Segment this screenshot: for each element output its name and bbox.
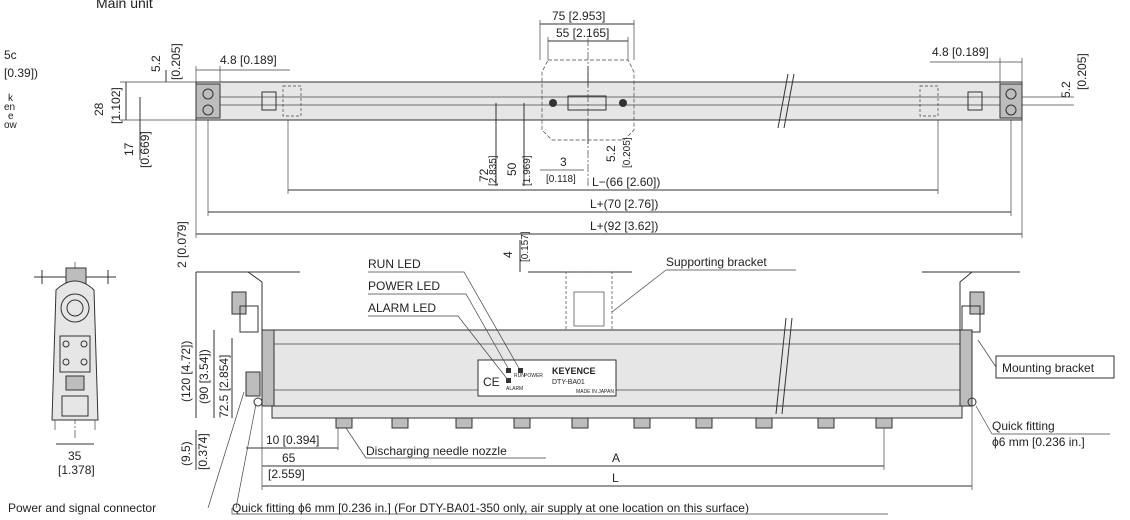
label-quick-fitting-bottom: Quick fitting ϕ6 mm [0.236 in.] (For DTY… xyxy=(232,501,749,515)
label-run-led: RUN LED xyxy=(368,257,421,271)
dim-65: 65 xyxy=(282,451,296,465)
plate-power-tiny: POWER xyxy=(524,373,543,379)
mounting-knob-left xyxy=(231,291,247,315)
dim-4: 4 xyxy=(501,251,515,258)
label-discharging-nozzle: Discharging needle nozzle xyxy=(366,444,507,458)
edge-text-6: ow xyxy=(4,120,18,131)
top-view-bar xyxy=(195,81,1023,121)
edge-text-1: 5c xyxy=(4,48,17,62)
dim-5-2-mid-in: [0.205] xyxy=(622,137,633,168)
top-right-cap xyxy=(999,83,1023,119)
dim-50: 50 xyxy=(505,162,519,176)
nozzle-6 xyxy=(633,417,651,429)
label-mounting-bracket: Mounting bracket xyxy=(1002,361,1095,375)
dim-35-in: [1.378] xyxy=(58,463,95,477)
dim-5-2-left-in: [0.205] xyxy=(169,43,183,80)
top-break-marks xyxy=(777,73,795,129)
dim-l-plus-70: L+(70 [2.76]) xyxy=(590,197,658,211)
dim-3: 3 xyxy=(560,155,567,169)
dim-72-in: [2.835] xyxy=(488,155,499,186)
nozzle-4 xyxy=(513,417,531,429)
dim-17: 17 xyxy=(122,142,136,156)
dim-4-8-left: 4.8 [0.189] xyxy=(220,53,277,67)
edge-text-3: k xyxy=(8,93,14,104)
dim-28: 28 xyxy=(92,102,106,116)
dim-65-in: [2.559] xyxy=(268,467,305,481)
nozzle-3 xyxy=(455,417,473,429)
top-left-cap xyxy=(195,83,221,119)
label-plate xyxy=(477,359,617,397)
dim-90: (90 [3.54]) xyxy=(197,349,211,404)
front-view: CE RUN POWER ALARM KEYENCE DTY-BA01 MADE… xyxy=(8,221,1115,515)
nozzle-9 xyxy=(817,417,835,429)
dim-75: 75 [2.953] xyxy=(552,9,605,23)
dim-17-in: [0.669] xyxy=(138,131,152,168)
side-view-body xyxy=(51,280,99,421)
dim-3-in: [0.118] xyxy=(546,174,576,185)
edge-text-4: en xyxy=(4,102,15,113)
dim-28-in: [1.102] xyxy=(109,87,123,124)
dim-4-8-right: 4.8 [0.189] xyxy=(932,45,989,59)
dim-2: 2 [0.079] xyxy=(175,221,189,268)
dim-10: 10 [0.394] xyxy=(266,433,319,447)
plate-brand: KEYENCE xyxy=(552,366,596,376)
dim-5-2-left: 5.2 xyxy=(149,55,163,72)
side-view: 35 [1.378] xyxy=(34,262,116,477)
plate-model: DTY-BA01 xyxy=(552,379,585,386)
dim-l-minus-66: L−(66 [2.60]) xyxy=(592,175,660,189)
plate-alarm-tiny: ALARM xyxy=(506,386,523,392)
edge-text-5: e xyxy=(8,111,14,122)
nozzle-row xyxy=(335,417,893,429)
plate-run-tiny: RUN xyxy=(514,373,525,379)
dim-120: (120 [4.72]) xyxy=(179,341,193,402)
nozzle-7 xyxy=(695,417,713,429)
label-power-led: POWER LED xyxy=(368,279,440,293)
top-center-bracket xyxy=(541,59,635,141)
nozzle-8 xyxy=(755,417,773,429)
edge-text-2: [0.39]) xyxy=(4,66,38,80)
nozzle-5 xyxy=(571,417,589,429)
dim-9-5: (9.5) xyxy=(179,441,193,466)
dim-5-2-mid: 5.2 xyxy=(604,145,618,162)
plate-made-in: MADE IN JAPAN xyxy=(576,389,614,395)
dim-72: 72 xyxy=(477,168,491,182)
top-view: 75 [2.953] 55 [2.165] 5.2 [0.205] 4.8 [0… xyxy=(92,9,1089,238)
dim-l: L xyxy=(612,471,619,485)
drawing-title: Main unit xyxy=(96,0,153,11)
label-supporting-bracket: Supporting bracket xyxy=(666,255,767,269)
dim-5-2-right: 5.2 xyxy=(1059,81,1073,98)
dim-72-5: 72.5 [2.854] xyxy=(217,355,231,418)
dim-9-5-in: [0.374] xyxy=(196,433,210,470)
dim-50-in: [1.969] xyxy=(522,155,533,186)
dim-l-plus-92: L+(92 [3.62]) xyxy=(590,219,658,233)
nozzle-2 xyxy=(391,417,409,429)
mounting-knob-right xyxy=(969,291,985,315)
plate-ce: CE xyxy=(483,375,500,389)
nozzle-1 xyxy=(335,417,353,429)
label-quick-fitting-right: Quick fitting xyxy=(992,419,1055,433)
front-view-bar xyxy=(261,329,973,407)
dim-4-in: [0.157] xyxy=(520,231,531,262)
dim-35: 35 xyxy=(68,449,82,463)
label-quick-fitting-right-size: ϕ6 mm [0.236 in.] xyxy=(992,435,1085,449)
power-signal-connector xyxy=(245,371,261,397)
label-alarm-led: ALARM LED xyxy=(368,301,436,315)
dim-5-2-right-in: [0.205] xyxy=(1075,53,1089,90)
nozzle-10 xyxy=(875,417,893,429)
dim-a: A xyxy=(612,451,620,465)
dim-55: 55 [2.165] xyxy=(556,26,609,40)
label-power-signal: Power and signal connector xyxy=(8,501,156,515)
